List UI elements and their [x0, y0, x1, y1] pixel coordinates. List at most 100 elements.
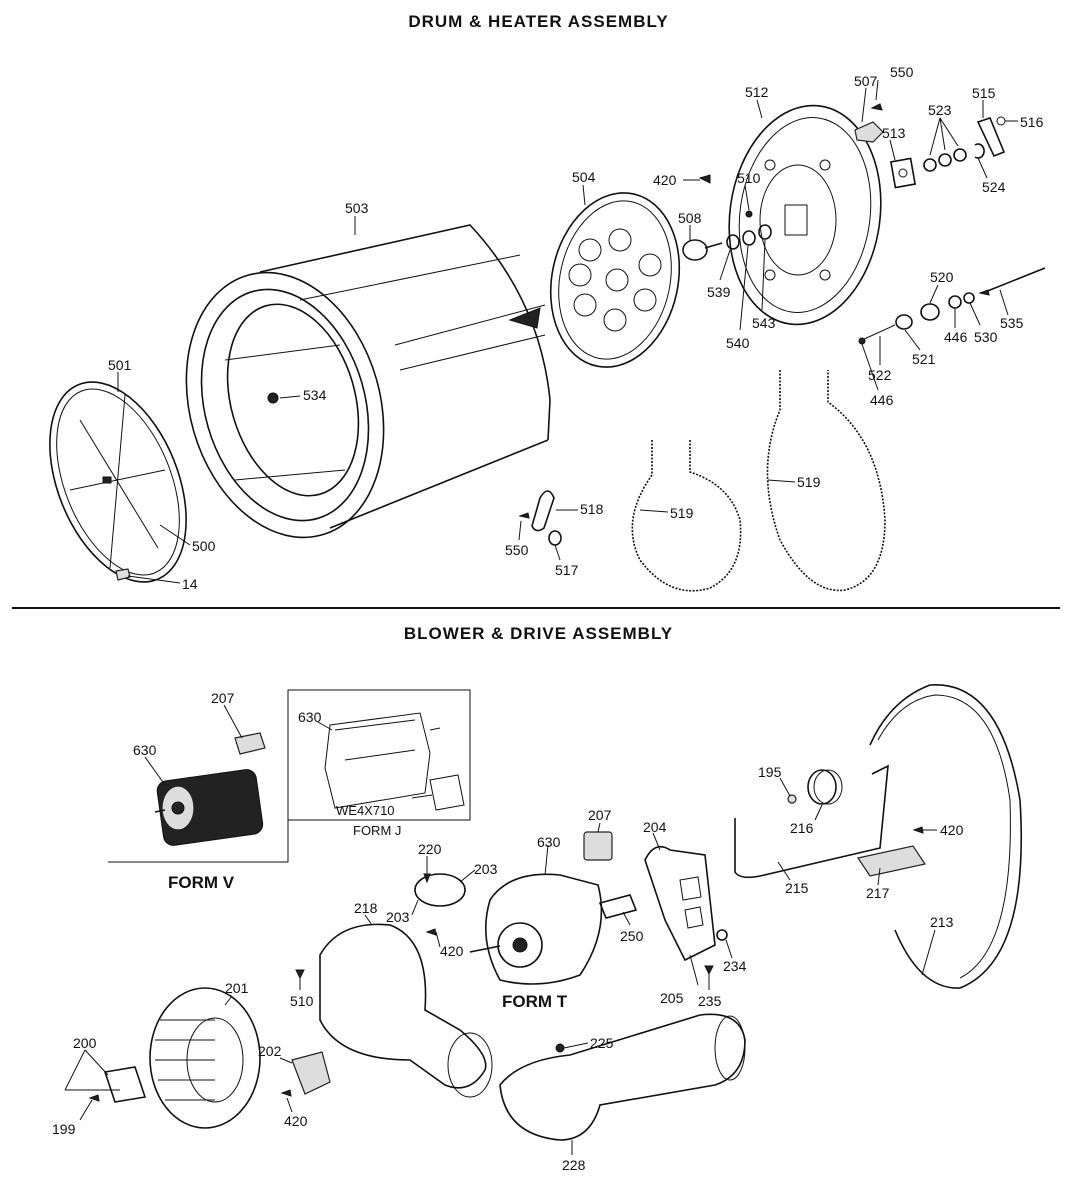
switch-form-v-207 — [234, 732, 266, 755]
callout-14: 14 — [182, 576, 198, 592]
drum-clip-14 — [115, 568, 131, 581]
callout-203-top: 203 — [474, 861, 498, 877]
form-t-label: FORM T — [502, 992, 568, 1011]
shaft-250 — [598, 894, 638, 919]
screw-420 — [698, 174, 711, 184]
callout-500: 500 — [192, 538, 216, 554]
callout-234: 234 — [723, 958, 747, 974]
drum-callout-labels: 501 500 14 503 534 504 420 508 510 539 5… — [108, 64, 1044, 592]
exhaust-duct-228 — [499, 1013, 746, 1141]
callout-213: 213 — [930, 914, 954, 930]
we4x710-label: WE4X710 — [336, 803, 395, 818]
callout-520: 520 — [930, 269, 954, 285]
clip-195 — [787, 794, 797, 804]
terminal-515-516 — [976, 116, 1006, 158]
callout-225: 225 — [590, 1035, 614, 1051]
callout-199: 199 — [52, 1121, 76, 1137]
callout-550-top: 550 — [890, 64, 914, 80]
form-v-j-inset — [108, 689, 471, 863]
callout-519-large: 519 — [797, 474, 821, 490]
callout-217: 217 — [866, 885, 890, 901]
callout-630-form-j: 630 — [298, 709, 322, 725]
screw-199 — [88, 1094, 100, 1102]
blower-cover-202 — [291, 1051, 331, 1095]
rear-panel-512 — [728, 104, 882, 326]
callout-207-form-v: 207 — [211, 690, 235, 706]
blower-wheel-201 — [149, 987, 261, 1129]
callout-530: 530 — [974, 329, 998, 345]
screw-420-clamp — [425, 928, 437, 936]
drum-baffle-screw-534 — [267, 392, 279, 404]
callout-420: 420 — [653, 172, 677, 188]
switch-form-t-207 — [583, 831, 613, 861]
blower-leaders — [64, 704, 937, 1155]
motor-form-t-630 — [469, 873, 603, 985]
callout-630-form-v: 630 — [133, 742, 157, 758]
callout-539: 539 — [707, 284, 731, 300]
callout-420-clamp: 420 — [440, 943, 464, 959]
idler-rod-215 — [734, 764, 889, 879]
callout-205: 205 — [660, 990, 684, 1006]
drum-503 — [185, 224, 551, 539]
callout-519-small: 519 — [670, 505, 694, 521]
callout-510: 510 — [737, 170, 761, 186]
pulley-216 — [807, 769, 843, 805]
callout-201: 201 — [225, 980, 249, 996]
callout-540: 540 — [726, 335, 750, 351]
callout-504: 504 — [572, 169, 596, 185]
screw-225 — [555, 1043, 565, 1053]
callout-524: 524 — [982, 179, 1006, 195]
callout-250: 250 — [620, 928, 644, 944]
callout-513: 513 — [882, 125, 906, 141]
callout-200: 200 — [73, 1035, 97, 1051]
callout-518: 518 — [580, 501, 604, 517]
thermostat-507 — [854, 121, 884, 143]
motor-clamp-203 — [414, 873, 466, 907]
blower-drive-title: BLOWER & DRIVE ASSEMBLY — [403, 624, 674, 643]
motor-form-v-630 — [154, 769, 264, 846]
callout-512: 512 — [745, 84, 769, 100]
blower-callout-labels: 207 630 630 195 216 420 215 217 213 220 … — [52, 690, 964, 1173]
motor-form-j-630 — [324, 712, 441, 809]
callout-523: 523 — [928, 102, 952, 118]
drum-back-504 — [549, 192, 681, 368]
blower-ring-213 — [869, 684, 1023, 989]
callout-203-left: 203 — [386, 909, 410, 925]
callout-215: 215 — [785, 880, 809, 896]
callout-535: 535 — [1000, 315, 1024, 331]
heater-coil-519-small — [631, 440, 742, 592]
callout-235: 235 — [698, 993, 722, 1009]
heater-coil-519-large — [766, 370, 886, 592]
bracket-513 — [889, 157, 917, 189]
callout-207-form-t: 207 — [588, 807, 612, 823]
callout-534: 534 — [303, 387, 327, 403]
heater-clip-518 — [518, 490, 562, 546]
callout-202: 202 — [258, 1043, 282, 1059]
callout-216: 216 — [790, 820, 814, 836]
callout-543: 543 — [752, 315, 776, 331]
callout-507: 507 — [854, 73, 878, 89]
callout-517: 517 — [555, 562, 579, 578]
nut-234 — [716, 929, 728, 941]
callout-516: 516 — [1020, 114, 1044, 130]
callout-446-right: 446 — [944, 329, 968, 345]
drum-heater-title: DRUM & HEATER ASSEMBLY — [408, 12, 669, 31]
front-seal-ring-501 — [49, 381, 187, 583]
section-divider — [12, 607, 1060, 609]
callout-195: 195 — [758, 764, 782, 780]
drum-leaders — [117, 79, 1018, 584]
callout-218: 218 — [354, 900, 378, 916]
terminal-block-assembly — [858, 267, 1046, 345]
callout-630-form-t: 630 — [537, 834, 561, 850]
callout-228: 228 — [562, 1157, 586, 1173]
screw-510 — [745, 210, 753, 218]
callout-420-blower: 420 — [284, 1113, 308, 1129]
callout-550-bottom: 550 — [505, 542, 529, 558]
washers-523 — [923, 143, 985, 172]
screw-420-blower-right — [912, 826, 924, 834]
callout-510-blower: 510 — [290, 993, 314, 1009]
callout-420-bracket: 420 — [940, 822, 964, 838]
form-v-label: FORM V — [168, 873, 235, 892]
callout-503: 503 — [345, 200, 369, 216]
